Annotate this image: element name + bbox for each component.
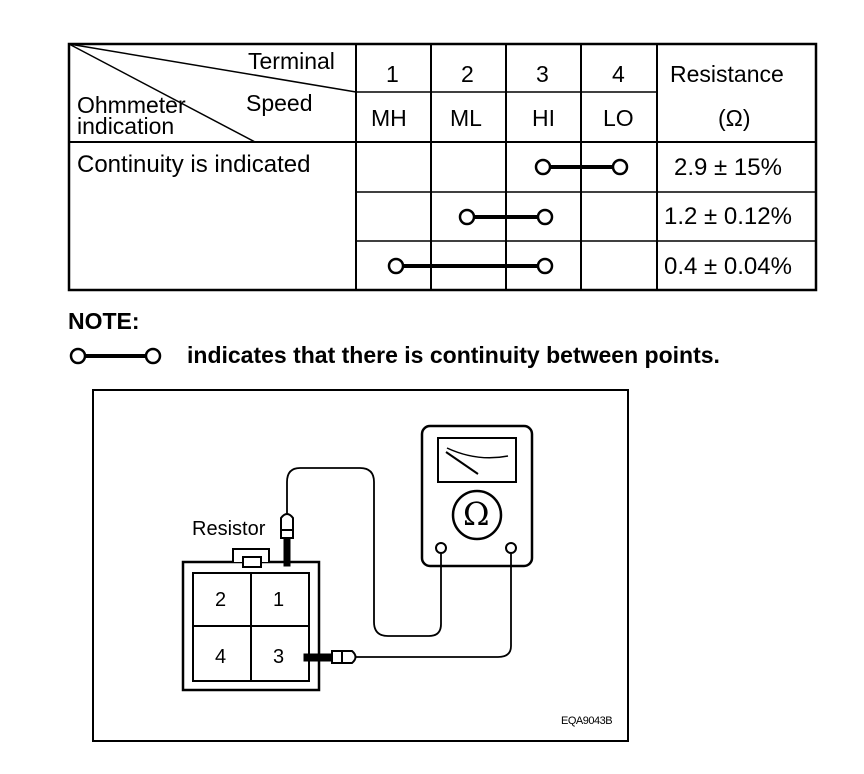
continuity-symbol-legend [69, 347, 162, 365]
speed-hi: HI [532, 105, 555, 131]
ohmmeter [420, 424, 534, 568]
resistance-value-row-3: 0.4 ± 0.04% [664, 253, 792, 280]
figure-code: EQA9043B [561, 715, 613, 727]
connector-pin-2: 2 [215, 589, 227, 611]
speed-header-label: Speed [246, 90, 313, 116]
continuity-symbol-row-1 [534, 158, 629, 176]
terminal-number-3: 3 [536, 61, 549, 87]
connector-body [181, 548, 321, 692]
terminal-header-label: Terminal [248, 48, 335, 74]
note-text: indicates that there is continuity betwe… [187, 342, 720, 368]
continuity-symbol-row-2 [458, 208, 554, 226]
resistance-value-row-1: 2.9 ± 15% [674, 154, 782, 181]
terminal-number-4: 4 [612, 61, 625, 87]
connector-pin-1: 1 [273, 589, 285, 611]
probe-terminal-3 [303, 650, 357, 664]
terminal-number-1: 1 [386, 61, 399, 87]
terminal-number-2: 2 [461, 61, 474, 87]
resistance-header-line2: (Ω) [718, 105, 751, 131]
spec-table-grid [67, 42, 818, 292]
resistor-label: Resistor [192, 518, 266, 540]
resistance-header-line1: Resistance [670, 61, 784, 87]
note-heading: NOTE: [68, 308, 140, 334]
probe-terminal-1 [280, 513, 294, 567]
continuity-symbol-row-3 [387, 257, 554, 275]
ohmmeter-header-line2: indication [77, 113, 175, 139]
resistance-value-row-2: 1.2 ± 0.12% [664, 203, 792, 230]
test-leads [286, 467, 512, 658]
speed-ml: ML [450, 105, 482, 131]
continuity-row-label: Continuity is indicated [77, 151, 311, 178]
ohmmeter-header-line1: Ohmmeter [77, 92, 186, 118]
connector-pin-4: 4 [215, 646, 227, 668]
ohm-symbol: Ω [463, 495, 490, 533]
diagram-frame [92, 389, 629, 742]
connector-pin-3: 3 [273, 646, 285, 668]
speed-mh: MH [371, 105, 407, 131]
speed-lo: LO [603, 105, 634, 131]
